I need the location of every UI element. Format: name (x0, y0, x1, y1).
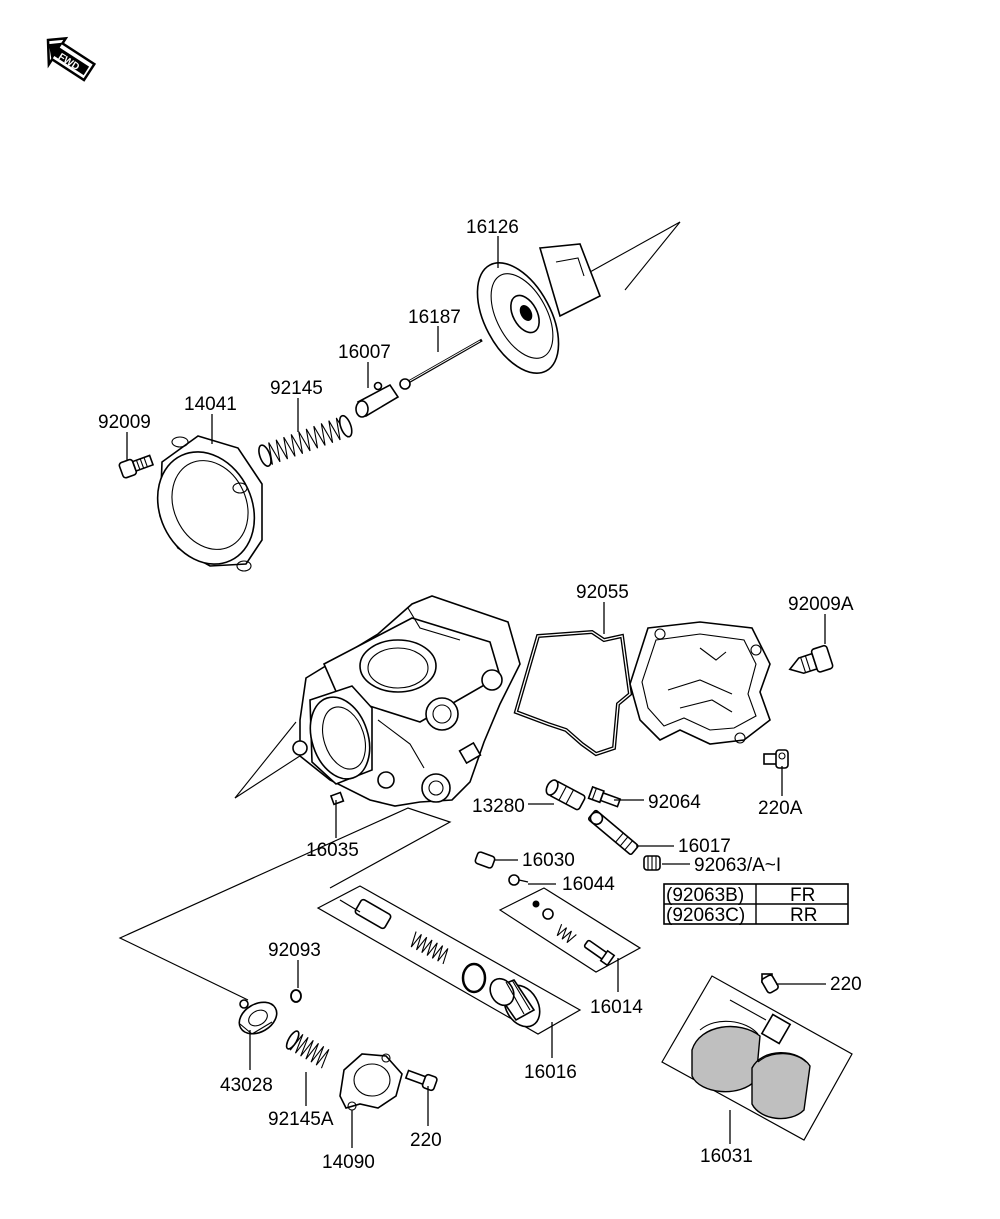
assembly-group-outline (118, 807, 452, 1001)
o-ring-92093 (290, 989, 302, 1003)
top-cover (156, 435, 263, 572)
table-position-rr: RR (790, 905, 817, 926)
starter-plunger-kit-panel (316, 885, 582, 1035)
table-code-rr: (92063C) (666, 905, 745, 926)
label-16030: 16030 (522, 850, 575, 871)
label-16126: 16126 (466, 217, 519, 238)
plug-16035 (329, 791, 345, 806)
float-panel (661, 975, 853, 1141)
label-92145: 92145 (270, 378, 323, 399)
label-43028: 43028 (220, 1075, 273, 1096)
air-screw-kit-panel (498, 887, 642, 973)
label-16007: 16007 (338, 342, 391, 363)
carburetor-body (234, 595, 521, 807)
vacuum-piston-diaphragm (476, 221, 681, 374)
label-16014: 16014 (590, 997, 643, 1018)
label-92093: 92093 (268, 940, 321, 961)
label-92009: 92009 (98, 412, 151, 433)
label-16016: 16016 (524, 1062, 577, 1083)
label-16031: 16031 (700, 1146, 753, 1167)
label-92009A: 92009A (788, 594, 854, 615)
screw-16044 (508, 874, 529, 886)
float-bowl-gasket (513, 629, 633, 757)
float-bowl-cover (629, 621, 771, 745)
label-13280: 13280 (472, 796, 525, 817)
label-16035: 16035 (306, 840, 359, 861)
label-220A: 220A (758, 798, 803, 819)
needle-jet (587, 809, 639, 856)
jet-needle (399, 338, 483, 390)
plug-16030 (474, 851, 496, 869)
spring-92145 (258, 414, 353, 467)
leader-lines (126, 236, 826, 1148)
starter-boot (489, 977, 541, 1028)
label-14041: 14041 (184, 394, 237, 415)
label-92063: 92063/A~I (694, 855, 781, 876)
label-220-bottom: 220 (410, 1130, 442, 1151)
screw-220-bottom (404, 1069, 438, 1092)
spring-92145A (285, 1030, 330, 1069)
label-16044: 16044 (562, 874, 615, 895)
fwd-arrow-icon: FWD (46, 36, 97, 82)
needle-jet-holder (545, 779, 586, 811)
variant-table: (92063B) FR (92063C) RR (663, 883, 849, 926)
table-position-fr: FR (790, 885, 815, 906)
label-92064: 92064 (648, 792, 701, 813)
label-220-top: 220 (830, 974, 862, 995)
label-16017: 16017 (678, 836, 731, 857)
label-14090: 14090 (322, 1152, 375, 1173)
table-code-fr: (92063B) (666, 885, 744, 906)
pilot-jet (587, 785, 622, 808)
label-16187: 16187 (408, 307, 461, 328)
screw-92009 (118, 454, 155, 479)
main-jet (643, 855, 661, 871)
screw-92009A (788, 644, 834, 675)
screw-220-top (761, 973, 779, 994)
needle-holder (355, 381, 400, 418)
label-92055: 92055 (576, 582, 629, 603)
part-labels: 16126 16187 16007 92145 14041 92009 9205… (98, 217, 862, 1173)
cap-43028 (238, 999, 278, 1035)
screw-220A (763, 749, 789, 769)
label-92145A: 92145A (268, 1109, 334, 1130)
cover-14090 (339, 1053, 403, 1111)
